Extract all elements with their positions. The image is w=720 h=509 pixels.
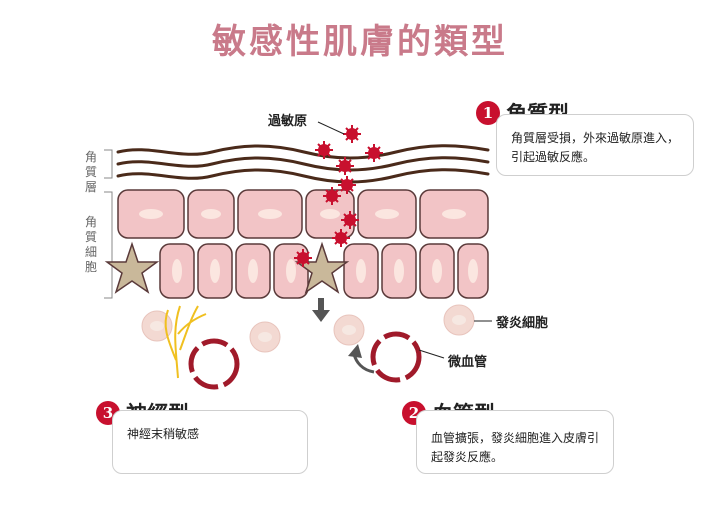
down-arrow: [312, 298, 330, 322]
page-title: 敏感性肌膚的類型: [212, 22, 508, 62]
type-1-description: 角質層受損，外來過敏原進入，引起過敏反應。: [496, 114, 694, 176]
keratinocyte-label: 角質細胞: [84, 215, 97, 274]
keratinocyte-bracket: [104, 191, 113, 299]
nerve-fibers: [164, 305, 207, 379]
stratum-corneum-lines: [116, 144, 490, 184]
inflammatory-cells: [141, 304, 475, 353]
capillaries: [188, 331, 422, 390]
type-3-description: 神經末稍敏感: [112, 410, 308, 474]
stratum-corneum-label: 角質層: [84, 150, 97, 194]
allergen-label: 過敏原: [268, 114, 308, 129]
allergen-spikes: [294, 125, 383, 267]
lower-cell-row: [159, 243, 489, 299]
layer-bracket: [104, 149, 113, 299]
upper-cell-row: [117, 189, 489, 239]
corneum-bracket: [104, 149, 113, 179]
star-cell-left: [104, 241, 160, 294]
type-2-description: 血管擴張，發炎細胞進入皮膚引起發炎反應。: [416, 410, 614, 474]
capillary-label: 微血管: [448, 355, 488, 370]
inflammatory-cell-label: 發炎細胞: [496, 316, 549, 331]
